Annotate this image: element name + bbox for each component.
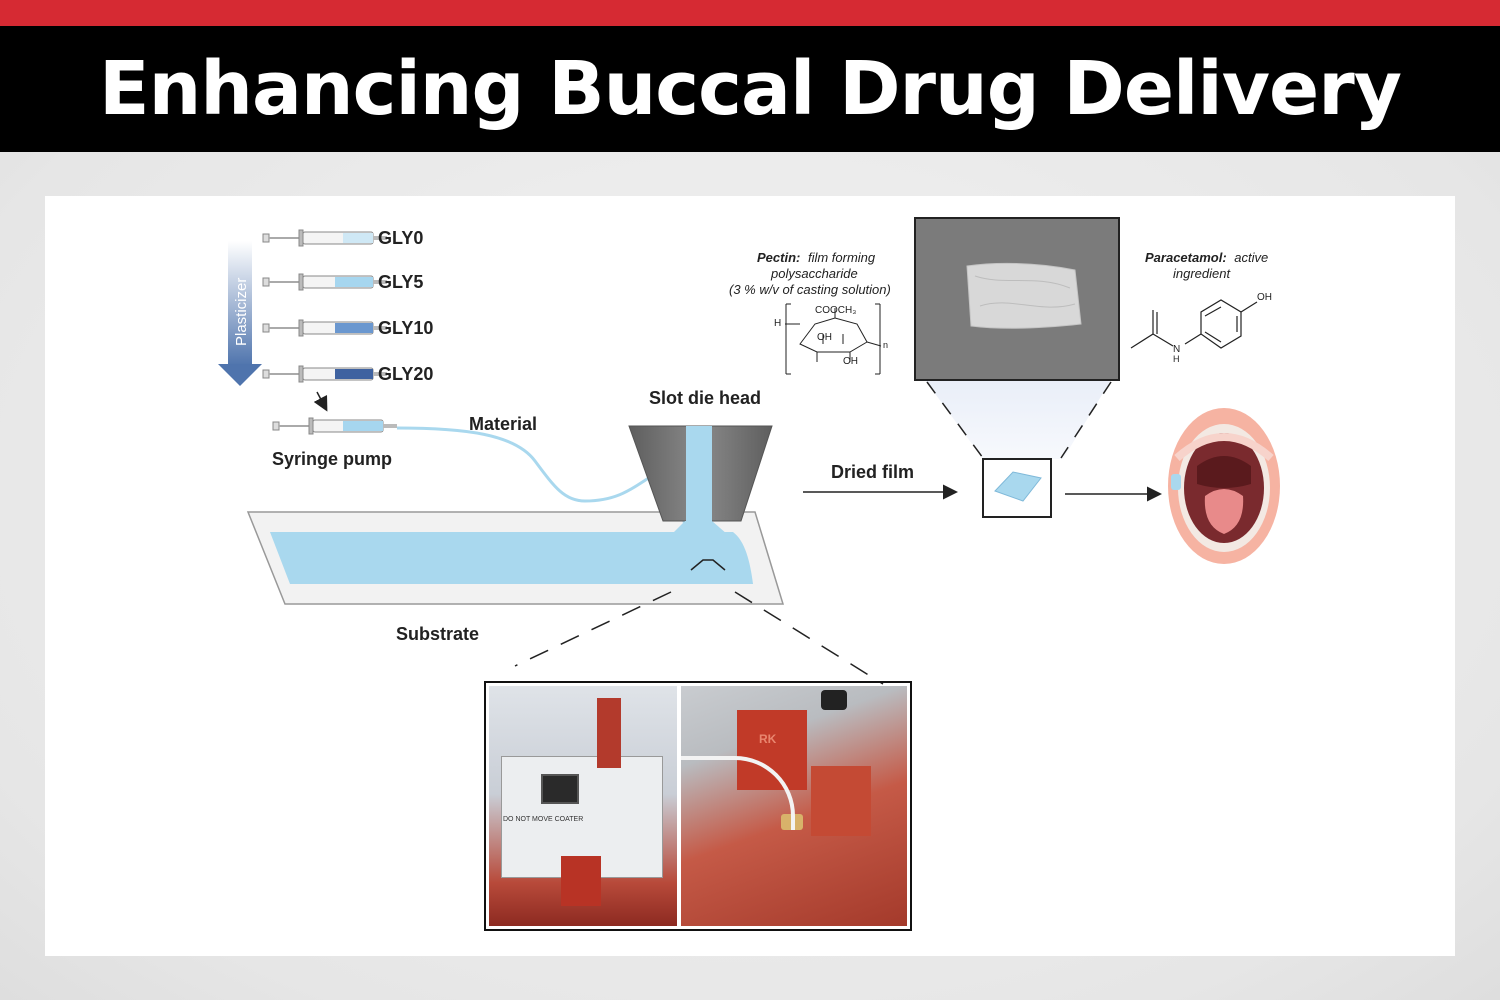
paracetamol-n: N [1173,344,1180,355]
pectin-line1: Pectin: film forming [757,250,876,265]
zoom-line-left [514,591,672,667]
syringe-gly5 [262,273,387,291]
pectin-oh1: OH [817,332,832,343]
paracetamol-oh: OH [1257,292,1272,303]
syringe-label-gly0: GLY0 [378,228,423,248]
substrate [246,511,785,605]
syringe-pump-syringe [272,417,397,435]
paracetamol-line1: Paracetamol: active [1145,250,1268,265]
photo-coater-overview: DO NOT MOVE COATER [489,686,677,926]
syringe-pump-label: Syringe pump [272,449,392,469]
syringe-gly20 [262,365,387,383]
material-tube [396,426,656,503]
pectin-desc1: film forming [808,250,876,265]
syringe-gly0 [262,229,387,247]
pectin-cooch3: COOCH₃ [815,305,856,316]
coater-head [561,856,601,906]
pectin-name: Pectin: [757,250,800,265]
film-photo-film [966,262,1082,329]
plasticizer-arrow: Plasticizer [218,241,262,386]
coater-body [501,756,663,878]
syringe-label-gly10: GLY10 [378,318,433,338]
coater-sticker: DO NOT MOVE COATER [503,816,584,823]
dried-film-label: Dried film [831,462,914,482]
paracetamol-h: H [1173,354,1180,364]
pectin-desc3: (3 % w/v of casting solution) [729,282,891,297]
page-title: Enhancing Buccal Drug Delivery [99,46,1402,132]
pectin-n: n [883,340,888,350]
paracetamol-structure [1130,299,1258,349]
film-piece [994,471,1042,502]
pectin-h: H [774,318,781,329]
closeup-knob [821,690,847,710]
coater-screen [541,774,579,804]
substrate-label: Substrate [396,624,479,644]
photo-slot-die-closeup: RK [681,686,907,926]
closeup-head [811,766,871,836]
pump-arrow [313,391,328,412]
closeup-brand: RK [759,732,777,746]
slot-die-head [628,425,773,541]
paracetamol-name: Paracetamol: [1145,250,1227,265]
material-label: Material [469,414,537,434]
pump-unit [597,698,621,768]
cone-line-left [926,381,984,459]
mouth-illustration [1168,408,1280,564]
paracetamol-desc2: ingredient [1173,266,1231,281]
top-accent-bar [0,0,1500,26]
zoom-marker [690,559,726,571]
pectin-desc2: polysaccharide [770,266,858,281]
zoom-line-right [734,591,884,685]
title-band: Enhancing Buccal Drug Delivery [0,26,1500,152]
pectin-oh2: OH [843,356,858,367]
figure-panel: Plasticizer GLY0 GLY5 [45,196,1455,956]
syringe-label-gly20: GLY20 [378,364,433,384]
syringe-label-gly5: GLY5 [378,272,423,292]
plasticizer-label: Plasticizer [233,278,250,346]
paracetamol-desc1: active [1234,250,1268,265]
figure-diagram: Plasticizer GLY0 GLY5 [218,217,1280,931]
slot-die-label: Slot die head [649,388,761,408]
film-zoom-cone [925,380,1111,459]
photo-frame [484,681,912,931]
syringe-gly10 [262,319,387,337]
pectin-structure [785,303,882,375]
